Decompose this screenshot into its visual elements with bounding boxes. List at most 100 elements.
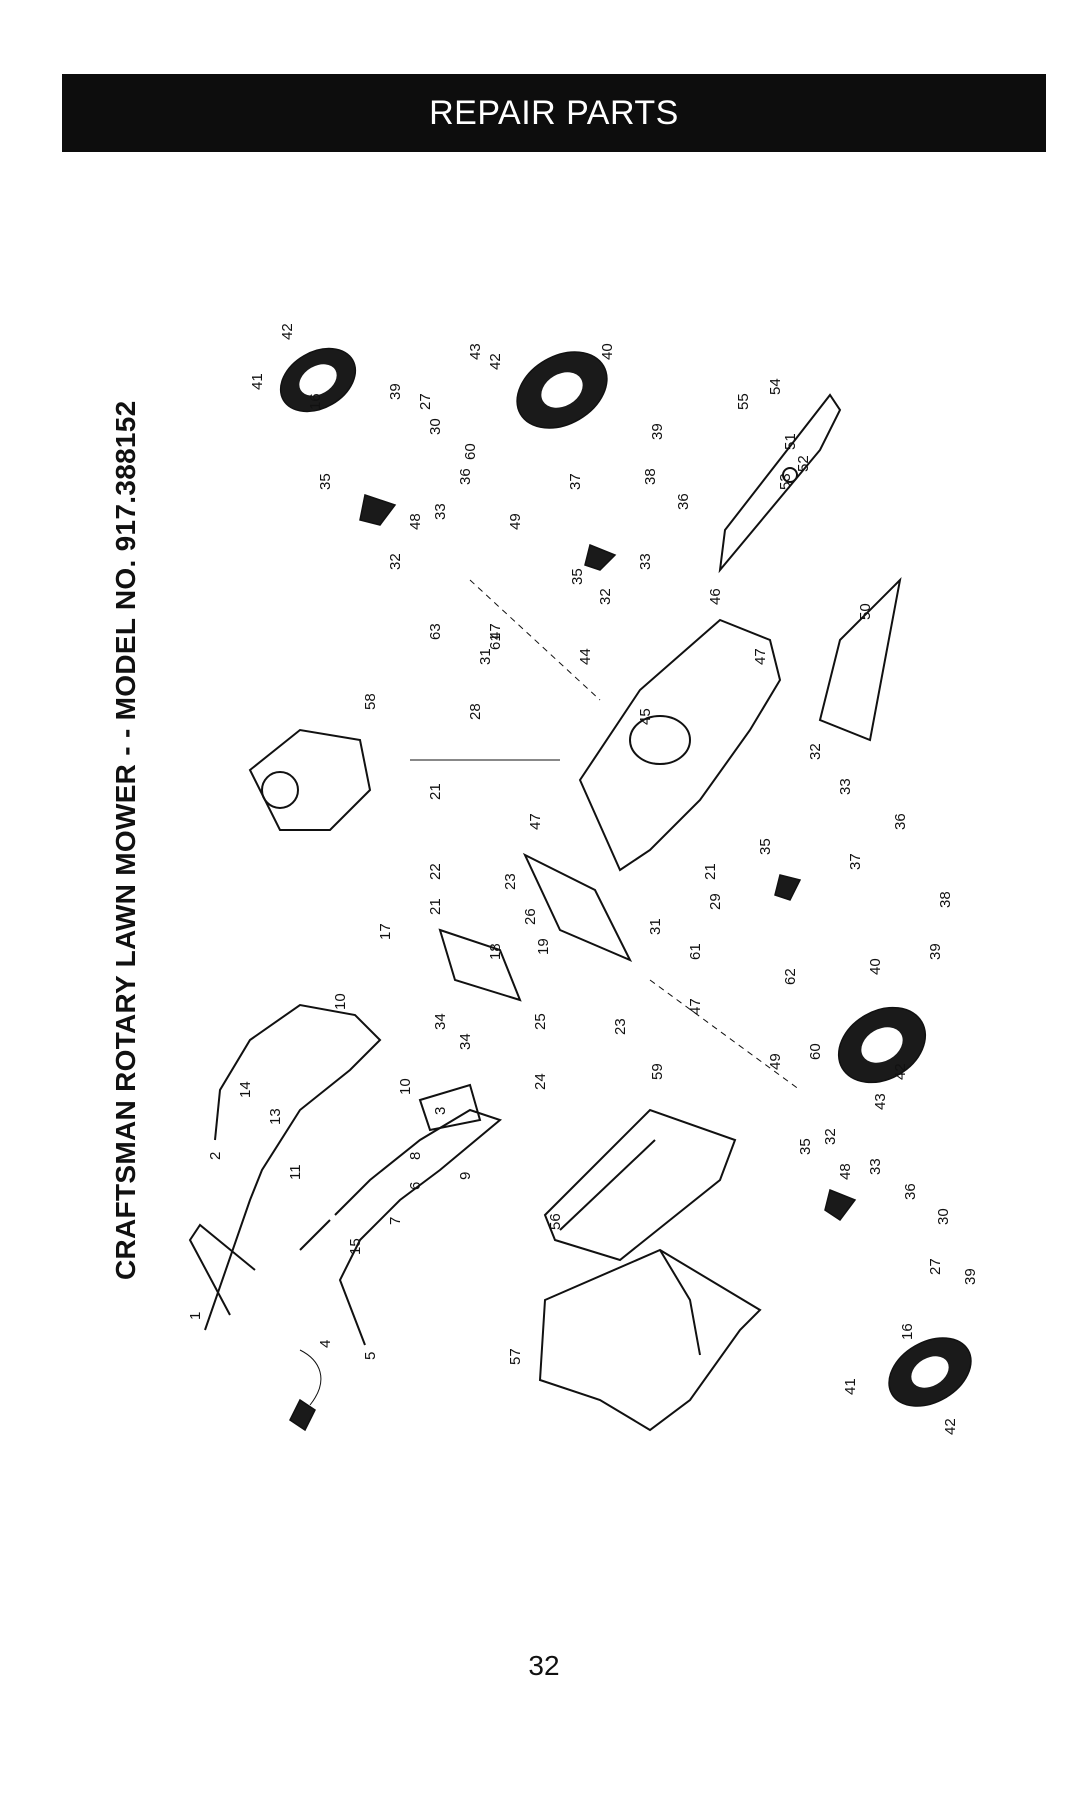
part-number-38: 38 xyxy=(937,891,954,908)
part-number-31: 31 xyxy=(477,648,494,665)
part-number-5: 5 xyxy=(362,1352,379,1360)
part-number-43: 43 xyxy=(467,343,484,360)
part-number-54: 54 xyxy=(767,378,784,395)
part-number-27: 27 xyxy=(927,1258,944,1275)
part-number-21: 21 xyxy=(427,783,444,800)
part-number-37: 37 xyxy=(847,853,864,870)
starter-rope-handle xyxy=(289,1349,322,1432)
part-number-42: 42 xyxy=(892,1063,909,1080)
part-number-35: 35 xyxy=(317,473,334,490)
part-number-14: 14 xyxy=(237,1081,254,1098)
part-number-33: 33 xyxy=(837,778,854,795)
part-number-47: 47 xyxy=(487,623,504,640)
part-number-58: 58 xyxy=(362,693,379,710)
part-number-57: 57 xyxy=(507,1348,524,1365)
part-number-32: 32 xyxy=(387,553,404,570)
part-number-49: 49 xyxy=(507,513,524,530)
part-number-40: 40 xyxy=(867,958,884,975)
part-number-16: 16 xyxy=(899,1323,916,1340)
part-number-34: 34 xyxy=(457,1033,474,1050)
part-number-61: 61 xyxy=(687,943,704,960)
part-number-25: 25 xyxy=(532,1013,549,1030)
rear-wheel-left xyxy=(279,347,357,413)
page-header: REPAIR PARTS xyxy=(62,74,1046,152)
rear-axle-lines xyxy=(410,579,801,1091)
part-number-40: 40 xyxy=(599,343,616,360)
part-number-24: 24 xyxy=(532,1073,549,1090)
part-number-35: 35 xyxy=(797,1138,814,1155)
part-number-33: 33 xyxy=(432,503,449,520)
part-number-21: 21 xyxy=(702,863,719,880)
part-number-22: 22 xyxy=(427,863,444,880)
part-number-39: 39 xyxy=(927,943,944,960)
part-number-28: 28 xyxy=(467,703,484,720)
part-number-42: 42 xyxy=(942,1418,959,1435)
deck-chute xyxy=(818,577,902,742)
part-number-46: 46 xyxy=(707,588,724,605)
part-number-48: 48 xyxy=(407,513,424,530)
part-number-39: 39 xyxy=(387,383,404,400)
part-number-49: 49 xyxy=(767,1053,784,1070)
part-number-10: 10 xyxy=(332,993,349,1010)
part-number-39: 39 xyxy=(649,423,666,440)
grass-catcher-bag xyxy=(538,1248,762,1432)
part-number-41: 41 xyxy=(249,373,266,390)
part-number-26: 26 xyxy=(522,908,539,925)
part-number-8: 8 xyxy=(407,1152,424,1160)
part-number-32: 32 xyxy=(597,588,614,605)
part-number-30: 30 xyxy=(935,1208,952,1225)
part-number-60: 60 xyxy=(462,443,479,460)
part-number-13: 13 xyxy=(267,1108,284,1125)
part-number-61: 61 xyxy=(487,633,504,650)
part-number-63: 63 xyxy=(427,623,444,640)
part-number-1: 1 xyxy=(187,1312,204,1320)
part-number-35: 35 xyxy=(569,568,586,585)
lower-handle xyxy=(334,1108,503,1346)
part-number-2: 2 xyxy=(207,1152,224,1160)
part-number-45: 45 xyxy=(637,708,654,725)
part-number-17: 17 xyxy=(377,923,394,940)
part-number-3: 3 xyxy=(432,1107,449,1115)
mower-deck xyxy=(578,618,782,872)
header-title: REPAIR PARTS xyxy=(429,93,679,132)
part-number-47: 47 xyxy=(687,998,704,1015)
part-number-52: 52 xyxy=(795,455,812,472)
part-number-60: 60 xyxy=(807,1043,824,1060)
part-number-10: 10 xyxy=(397,1078,414,1095)
part-number-16: 16 xyxy=(307,393,324,410)
part-number-42: 42 xyxy=(487,353,504,370)
part-number-36: 36 xyxy=(902,1183,919,1200)
part-number-32: 32 xyxy=(807,743,824,760)
part-number-18: 18 xyxy=(487,943,504,960)
part-number-30: 30 xyxy=(427,418,444,435)
part-number-33: 33 xyxy=(867,1158,884,1175)
part-number-47: 47 xyxy=(752,648,769,665)
part-number-11: 11 xyxy=(287,1164,304,1180)
front-wheel-left xyxy=(837,1006,927,1084)
grass-catcher-frame xyxy=(543,1108,737,1262)
part-number-15: 15 xyxy=(347,1238,364,1255)
part-number-59: 59 xyxy=(649,1063,666,1080)
part-number-41: 41 xyxy=(842,1378,859,1395)
part-number-48: 48 xyxy=(837,1163,854,1180)
part-number-42: 42 xyxy=(279,323,296,340)
deflector-and-mulch-parts xyxy=(418,852,633,1132)
handle-bracket xyxy=(188,1223,256,1316)
part-number-23: 23 xyxy=(502,873,519,890)
part-number-23: 23 xyxy=(612,1018,629,1035)
part-number-21: 21 xyxy=(427,898,444,915)
part-number-51: 51 xyxy=(782,433,799,450)
part-number-39: 39 xyxy=(962,1268,979,1285)
part-number-44: 44 xyxy=(577,648,594,665)
height-adjuster-levers xyxy=(359,494,857,1222)
part-number-34: 34 xyxy=(432,1013,449,1030)
part-number-62: 62 xyxy=(782,968,799,985)
part-number-7: 7 xyxy=(387,1217,404,1225)
part-number-29: 29 xyxy=(707,893,724,910)
part-number-32: 32 xyxy=(822,1128,839,1145)
part-number-35: 35 xyxy=(757,838,774,855)
part-number-43: 43 xyxy=(872,1093,889,1110)
rear-wheel-right xyxy=(516,351,608,429)
blade xyxy=(718,393,842,574)
